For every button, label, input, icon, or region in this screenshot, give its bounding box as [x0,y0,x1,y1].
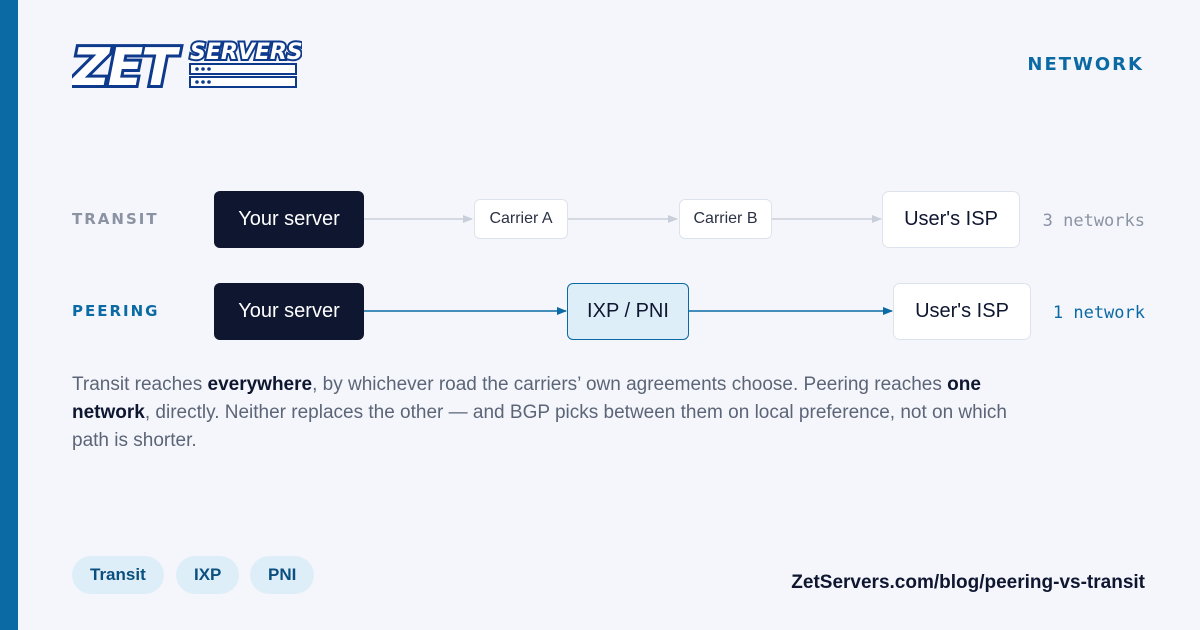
ixp-pni-node: IXP / PNI [567,283,689,340]
tag-pni[interactable]: PNI [250,556,315,594]
svg-text:SERVERS: SERVERS [190,40,302,65]
desc-part-3: , directly. Neither replaces the other —… [72,402,1008,451]
tag-transit[interactable]: Transit [72,556,164,594]
category-label: NETWORK [1027,54,1144,75]
zetservers-logo: ZET SERVERS [72,37,302,92]
peering-network-count: 1 network [1052,303,1145,323]
desc-part-2: , by whichever road the carriers’ own ag… [312,374,948,395]
desc-bold-everywhere: everywhere [207,374,313,395]
peering-users-isp-node: User's ISP [893,283,1031,340]
description-text: Transit reaches everywhere, by whichever… [72,371,1012,455]
transit-row-label: TRANSIT [72,210,159,228]
svg-text:ZET: ZET [72,38,180,92]
tag-ixp[interactable]: IXP [176,556,240,594]
desc-bold-one-network: one network [72,374,981,423]
desc-part-1: Transit reaches [72,374,208,395]
transit-users-isp-node: User's ISP [882,191,1020,248]
carrier-a-node: Carrier A [474,199,568,239]
accent-bar [0,0,18,630]
transit-your-server-node: Your server [214,191,364,248]
carrier-b-node: Carrier B [679,199,772,239]
peering-row-label: PEERING [72,302,160,320]
peering-your-server-node: Your server [214,283,364,340]
transit-network-count: 3 networks [1042,211,1145,231]
article-url[interactable]: ZetServers.com/blog/peering-vs-transit [791,572,1145,593]
